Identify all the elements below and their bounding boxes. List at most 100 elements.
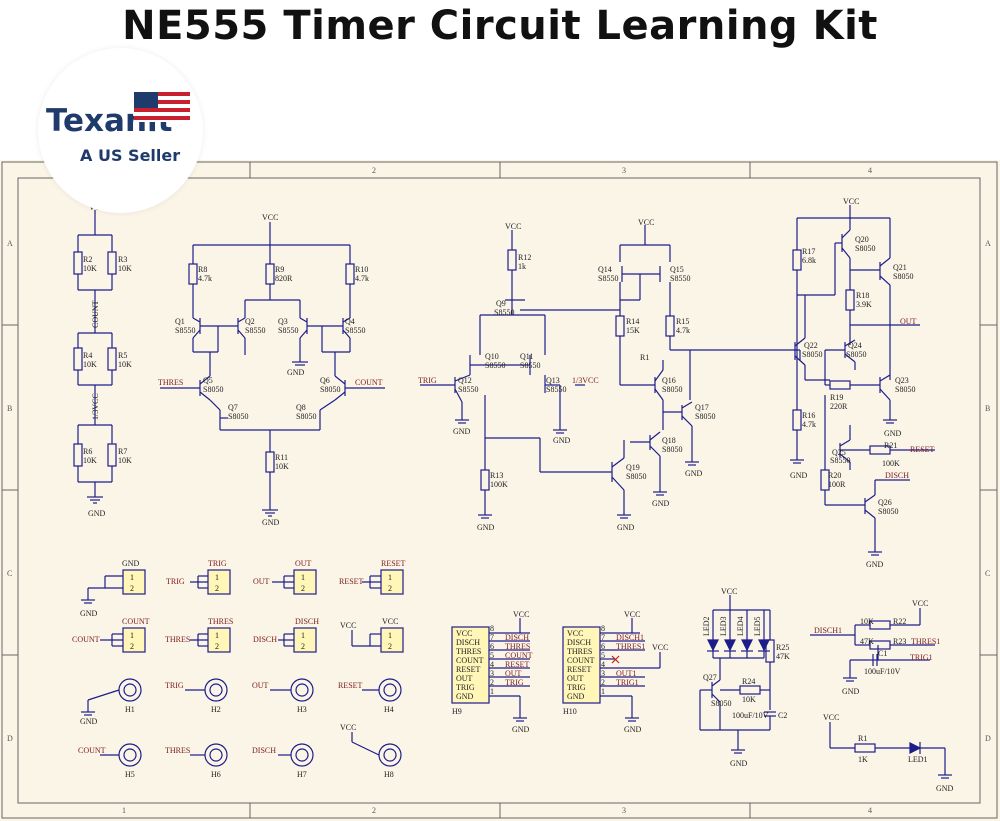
type-q4: S8550 — [345, 326, 365, 335]
type-q2: S8550 — [245, 326, 265, 335]
ref-h3: H3 — [297, 705, 307, 714]
ic-header-h10 — [562, 618, 661, 722]
net-label-gnd: GND — [866, 560, 884, 569]
pin-number: 8 — [490, 624, 494, 633]
comparator-block: VCC R8 4.7k R9 820R R10 4.7k Q1 S8550 Q2… — [158, 213, 385, 527]
type-q1: S8550 — [175, 326, 195, 335]
row-label: B — [985, 404, 990, 413]
net-label-third-vcc: 1/3VCC — [91, 393, 100, 420]
voltage-divider-block: VCC R2 10K R3 10K R4 10K R5 10K R6 10K R… — [73, 203, 132, 518]
net-label-thres: THRES — [165, 635, 190, 644]
pin-number: 1 — [130, 631, 134, 640]
col-label-bottom: 4 — [868, 806, 872, 815]
val-c2: 100uF/10V — [732, 711, 769, 720]
ref-q9: Q9 — [496, 299, 506, 308]
net-label-vcc: VCC — [340, 621, 356, 630]
val-r2: 10K — [83, 264, 97, 273]
val-r4: 10K — [83, 360, 97, 369]
net-label-disch: DISCH — [253, 635, 277, 644]
ic-h9-left-pin: COUNT — [456, 656, 484, 665]
test-points: GND H1 TRIG H2 OUT H3 RESET H4 COUNT H5 … — [78, 678, 402, 779]
pin-number: 8 — [601, 624, 605, 633]
ref-r3: R3 — [118, 255, 127, 264]
ic-h9-left-pin: VCC — [456, 629, 472, 638]
ref-q7: Q7 — [228, 403, 238, 412]
val-r18: 3.9K — [856, 300, 872, 309]
ic-h9-pin-number: 7 — [490, 633, 494, 642]
ref-h9: H9 — [452, 707, 462, 716]
ref-q24: Q24 — [848, 341, 862, 350]
pin-number: 2 — [130, 642, 134, 651]
type-q5: S8050 — [203, 385, 223, 394]
ic-h10-pin-number: 3 — [601, 669, 605, 678]
val-r17: 6.8k — [802, 256, 816, 265]
ic-h9-left-pin: DISCH — [456, 638, 480, 647]
ic-h10-left-pin: OUT — [567, 674, 584, 683]
net-label-gnd: GND — [553, 436, 571, 445]
ic-h10-left-pin: DISCH — [567, 638, 591, 647]
row-label: A — [985, 239, 991, 248]
ic-h10-left-pin: COUNT — [567, 656, 595, 665]
ref-q6: Q6 — [320, 376, 330, 385]
pin-number: 1 — [130, 573, 134, 582]
type-q22: S8050 — [802, 350, 822, 359]
ref-r5: R5 — [118, 351, 127, 360]
ref-q20: Q20 — [855, 235, 869, 244]
ic-h9-left-pin: RESET — [456, 665, 481, 674]
val-r1: 1K — [858, 755, 868, 764]
pin-number: 1 — [215, 573, 219, 582]
ic-h9-pin-number: 1 — [490, 687, 494, 696]
type-q11: S8550 — [520, 361, 540, 370]
ref-r17: R17 — [802, 247, 815, 256]
net-label-thres: THRES — [165, 746, 190, 755]
type-q21: S8050 — [893, 272, 913, 281]
ref-h5: H5 — [125, 770, 135, 779]
type-q6: S8050 — [320, 385, 340, 394]
ic-h9-right-pin: DISCH — [505, 633, 529, 642]
net-label-vcc: VCC — [652, 643, 668, 652]
net-label-reset: RESET — [338, 681, 363, 690]
val-r25: 47K — [776, 652, 790, 661]
ref-h6: H6 — [211, 770, 221, 779]
net-label-gnd: GND — [262, 518, 280, 527]
row-label: D — [7, 734, 13, 743]
ref-h1: H1 — [125, 705, 135, 714]
ref-r12: R12 — [518, 253, 531, 262]
col-label-bottom: 3 — [622, 806, 626, 815]
pin-number: 2 — [388, 584, 392, 593]
row-label: C — [7, 569, 12, 578]
pin-number: 2 — [301, 584, 305, 593]
net-label-gnd: GND — [80, 717, 98, 726]
ref-h10: H10 — [563, 707, 577, 716]
ref-q26: Q26 — [878, 498, 892, 507]
ref-r11: R11 — [275, 453, 288, 462]
row-label: B — [7, 404, 12, 413]
type-q14: S8550 — [598, 274, 618, 283]
ref-led4: LED4 — [736, 616, 745, 636]
val-r13: 100K — [490, 480, 508, 489]
net-label-gnd: GND — [453, 427, 471, 436]
type-q17: S8050 — [695, 412, 715, 421]
ic-header-h9 — [451, 618, 530, 722]
ref-q18: Q18 — [662, 436, 676, 445]
ic-h9-left-pin: TRIG — [456, 683, 475, 692]
ic-h10-pin-number: 4 — [601, 660, 605, 669]
type-q25: S8550 — [830, 456, 850, 465]
ic-h9-right-pin: OUT — [505, 669, 522, 678]
ic-h9-right-pin: TRIG — [505, 678, 524, 687]
pin-number: 2 — [215, 584, 219, 593]
net-label-count: COUNT — [122, 617, 150, 626]
ic-h9-pin-number: 3 — [490, 669, 494, 678]
ref-r1: R1 — [858, 734, 867, 743]
output-stage-block: VCC R17 6.8k Q20 S8050 Q21 S8050 R18 3.9… — [790, 197, 935, 569]
net-label-gnd: GND — [617, 523, 635, 532]
ref-q11: Q11 — [520, 352, 533, 361]
net-label-vcc: VCC — [505, 222, 521, 231]
type-q7: S8050 — [228, 412, 248, 421]
power-led-block: VCC R1 1K LED1 GND — [823, 713, 954, 793]
type-q19: S8050 — [626, 472, 646, 481]
ref-q22: Q22 — [804, 341, 818, 350]
ref-r10: R10 — [355, 265, 368, 274]
ic-h10-pin-number: 7 — [601, 633, 605, 642]
frame-labels: 3 2 4 1 2 3 4 A B C D A B C D — [7, 166, 991, 815]
